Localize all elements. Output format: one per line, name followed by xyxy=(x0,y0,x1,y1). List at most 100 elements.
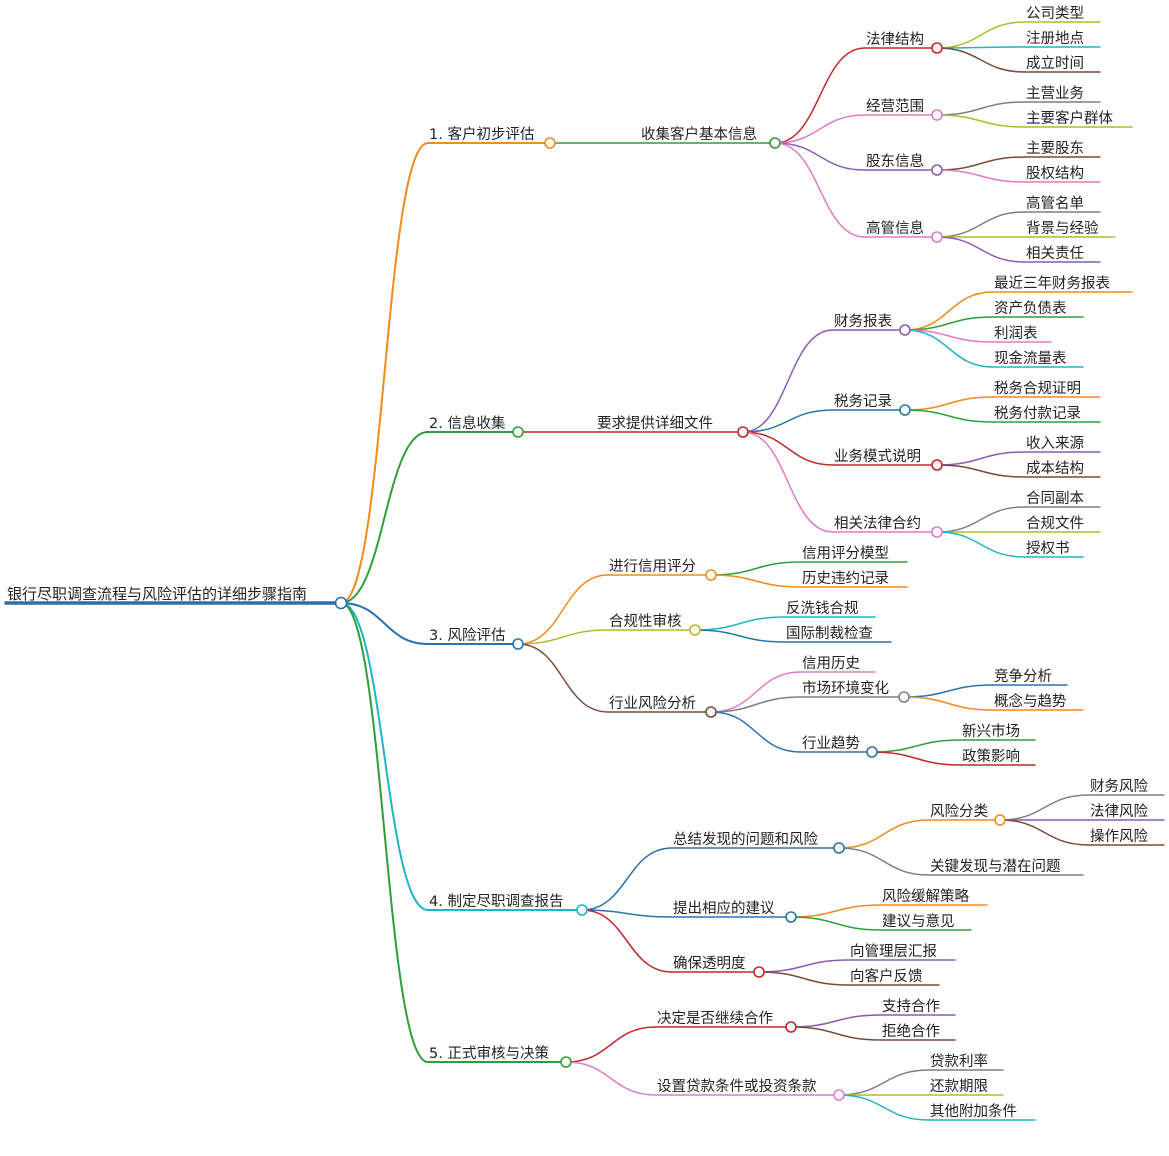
node-label-s1-a2b[interactable]: 主要客户群体 xyxy=(1026,110,1113,127)
node-label-s5-a2[interactable]: 拒绝合作 xyxy=(882,1023,940,1040)
node-label-s1-a4c[interactable]: 相关责任 xyxy=(1026,245,1084,262)
node-dot-s5-a[interactable] xyxy=(785,1021,797,1033)
node-label-s2-a1d[interactable]: 现金流量表 xyxy=(994,350,1067,367)
node-label-s5-b3[interactable]: 其他附加条件 xyxy=(930,1103,1017,1120)
node-label-s4-c1[interactable]: 向管理层汇报 xyxy=(850,943,937,960)
node-label-s5-b2[interactable]: 还款期限 xyxy=(930,1078,988,1095)
node-label-s4-a1b[interactable]: 法律风险 xyxy=(1090,803,1148,820)
node-label-s1-a2a[interactable]: 主营业务 xyxy=(1026,85,1084,102)
node-dot-root[interactable] xyxy=(334,596,348,610)
node-label-s3-c[interactable]: 行业风险分析 xyxy=(609,695,696,712)
node-label-s1-a1a[interactable]: 公司类型 xyxy=(1026,5,1084,22)
node-dot-s3-c[interactable] xyxy=(705,706,717,718)
node-dot-s3-c2[interactable] xyxy=(898,691,910,703)
node-label-s4-b1[interactable]: 风险缓解策略 xyxy=(882,888,969,905)
root-topic-label[interactable]: 银行尽职调查流程与风险评估的详细步骤指南 xyxy=(7,585,307,603)
node-label-s1-a1b[interactable]: 注册地点 xyxy=(1026,30,1084,47)
node-label-s1-a3b[interactable]: 股权结构 xyxy=(1026,165,1084,182)
node-label-s2-a[interactable]: 要求提供详细文件 xyxy=(597,415,713,432)
node-label-s3-c2[interactable]: 市场环境变化 xyxy=(802,679,889,697)
node-label-s4-b2[interactable]: 建议与意见 xyxy=(882,912,955,930)
node-label-s1-a[interactable]: 收集客户基本信息 xyxy=(641,126,757,143)
node-dot-s4-a[interactable] xyxy=(833,842,845,854)
node-dot-s3[interactable] xyxy=(512,638,524,650)
node-dot-s4-b[interactable] xyxy=(785,911,797,923)
node-dot-s5-b[interactable] xyxy=(833,1089,845,1101)
node-label-s2-a3[interactable]: 业务模式说明 xyxy=(834,448,921,465)
node-label-s4-a1[interactable]: 风险分类 xyxy=(930,803,988,820)
node-label-s4-a[interactable]: 总结发现的问题和风险 xyxy=(673,831,818,848)
node-label-s5-b[interactable]: 设置贷款条件或投资条款 xyxy=(657,1078,817,1095)
node-label-s2-a2a[interactable]: 税务合规证明 xyxy=(994,380,1081,397)
node-dot-s4[interactable] xyxy=(576,904,588,916)
node-dot-s2-a4[interactable] xyxy=(931,526,943,538)
node-label-s2-a1a[interactable]: 最近三年财务报表 xyxy=(994,275,1110,292)
node-label-s5-a1[interactable]: 支持合作 xyxy=(882,998,940,1015)
node-label-s3-b[interactable]: 合规性审核 xyxy=(609,613,682,630)
connector-s1-a2 xyxy=(774,114,866,144)
node-dot-s1-a4[interactable] xyxy=(931,231,943,243)
node-label-s4-c2[interactable]: 向客户反馈 xyxy=(850,968,923,985)
node-label-s2[interactable]: 2. 信息收集 xyxy=(429,415,506,432)
node-label-s3-a2[interactable]: 历史违约记录 xyxy=(802,570,889,587)
node-dot-s2-a2[interactable] xyxy=(899,404,911,416)
node-dot-s2[interactable] xyxy=(512,426,524,438)
node-dot-s4-c[interactable] xyxy=(753,966,765,978)
node-label-s3-b2[interactable]: 国际制裁检查 xyxy=(786,625,873,642)
node-label-s4-a2[interactable]: 关键发现与潜在问题 xyxy=(930,858,1061,875)
node-label-s3-c1[interactable]: 信用历史 xyxy=(802,655,860,672)
node-dot-s5[interactable] xyxy=(560,1056,572,1068)
node-label-s1-a4[interactable]: 高管信息 xyxy=(866,220,924,237)
connector-s4-b1 xyxy=(790,904,882,918)
node-dot-s1-a1[interactable] xyxy=(931,42,943,54)
node-label-s4-b[interactable]: 提出相应的建议 xyxy=(673,899,775,917)
node-label-s2-a2[interactable]: 税务记录 xyxy=(834,393,892,410)
node-dot-s3-c3[interactable] xyxy=(866,746,878,758)
node-label-s2-a1c[interactable]: 利润表 xyxy=(994,325,1038,342)
node-dot-s1-a2[interactable] xyxy=(931,109,943,121)
node-label-s1-a4a[interactable]: 高管名单 xyxy=(1026,195,1084,212)
node-dot-s2-a3[interactable] xyxy=(931,459,943,471)
node-label-s5-a[interactable]: 决定是否继续合作 xyxy=(657,1010,773,1027)
node-dot-s3-a[interactable] xyxy=(705,569,717,581)
node-label-s4-a1c[interactable]: 操作风险 xyxy=(1090,828,1148,845)
node-label-s5[interactable]: 5. 正式审核与决策 xyxy=(429,1045,549,1062)
node-dot-s1-a[interactable] xyxy=(769,137,781,149)
node-label-s3-a[interactable]: 进行信用评分 xyxy=(609,558,696,575)
node-label-s2-a3b[interactable]: 成本结构 xyxy=(1026,460,1084,477)
node-label-s3-c2b[interactable]: 概念与趋势 xyxy=(994,692,1067,710)
node-dot-s1-a3[interactable] xyxy=(931,164,943,176)
node-label-s5-b1[interactable]: 贷款利率 xyxy=(930,1053,988,1070)
node-label-s1-a3a[interactable]: 主要股东 xyxy=(1026,140,1084,157)
node-label-s1-a3[interactable]: 股东信息 xyxy=(866,153,924,170)
node-label-s2-a2b[interactable]: 税务付款记录 xyxy=(994,405,1081,422)
node-dot-s1[interactable] xyxy=(544,137,556,149)
node-label-s4-a1a[interactable]: 财务风险 xyxy=(1090,778,1148,795)
node-dot-s2-a[interactable] xyxy=(737,426,749,438)
node-label-s2-a1[interactable]: 财务报表 xyxy=(834,313,892,330)
node-label-s3-c3b[interactable]: 政策影响 xyxy=(962,748,1020,765)
node-label-s1-a2[interactable]: 经营范围 xyxy=(866,98,924,115)
node-label-s4-c[interactable]: 确保透明度 xyxy=(673,955,746,972)
connector-s2-a4a xyxy=(936,506,1026,533)
node-label-s4[interactable]: 4. 制定尽职调查报告 xyxy=(429,893,563,910)
node-label-s3-c3a[interactable]: 新兴市场 xyxy=(962,723,1020,740)
node-label-s2-a3a[interactable]: 收入来源 xyxy=(1026,435,1084,452)
node-label-s2-a4[interactable]: 相关法律合约 xyxy=(834,515,921,532)
node-label-s1-a1[interactable]: 法律结构 xyxy=(866,31,924,48)
node-label-s3[interactable]: 3. 风险评估 xyxy=(429,627,505,644)
node-dot-s4-a1[interactable] xyxy=(994,814,1006,826)
node-label-s3-b1[interactable]: 反洗钱合规 xyxy=(786,600,859,617)
node-label-s2-a4a[interactable]: 合同副本 xyxy=(1026,490,1084,507)
node-label-s1[interactable]: 1. 客户初步评估 xyxy=(429,126,534,143)
node-dot-s2-a1[interactable] xyxy=(899,324,911,336)
node-dot-s3-b[interactable] xyxy=(689,624,701,636)
node-label-s3-a1[interactable]: 信用评分模型 xyxy=(802,545,889,562)
node-label-s3-c2a[interactable]: 竞争分析 xyxy=(994,667,1052,685)
node-label-s1-a4b[interactable]: 背景与经验 xyxy=(1026,220,1099,237)
node-label-s3-c3[interactable]: 行业趋势 xyxy=(802,735,860,752)
node-label-s1-a1c[interactable]: 成立时间 xyxy=(1026,55,1084,72)
node-label-s2-a4b[interactable]: 合规文件 xyxy=(1026,515,1084,532)
node-label-s2-a1b[interactable]: 资产负债表 xyxy=(994,300,1067,317)
node-label-s2-a4c[interactable]: 授权书 xyxy=(1026,540,1070,557)
